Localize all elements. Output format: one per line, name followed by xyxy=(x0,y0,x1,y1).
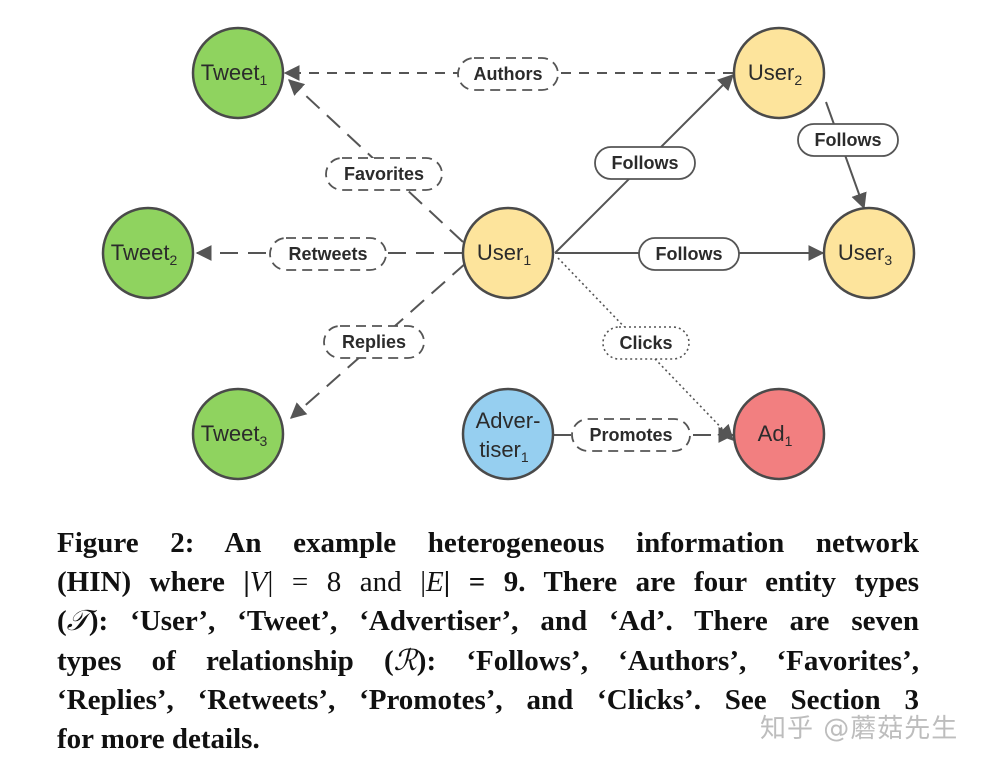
svg-text:Tweet3: Tweet3 xyxy=(201,421,268,449)
tweet3-label: Tweet xyxy=(201,421,260,446)
node-ad1: Ad1 xyxy=(732,387,826,481)
edge-label-follows-u1-u2: Follows xyxy=(594,146,696,180)
node-tweet2: Tweet2 xyxy=(101,206,195,300)
svg-text:User3: User3 xyxy=(838,240,892,268)
favorites-label: Favorites xyxy=(344,164,424,184)
svg-text:User2: User2 xyxy=(748,60,802,88)
ad1-label: Ad xyxy=(758,421,785,446)
edge-label-replies: Replies xyxy=(323,325,425,359)
nodes: Tweet1 Tweet2 Tweet3 User1 User2 User3 A… xyxy=(101,26,916,481)
caption-line-2: (HIN) where |V| = 8 and |E| = 9. There a… xyxy=(57,566,920,599)
user1-label: User xyxy=(477,240,523,265)
user1-subscript: 1 xyxy=(523,252,531,268)
user3-label: User xyxy=(838,240,884,265)
figure-caption: Figure 2: An example heterogeneous infor… xyxy=(57,524,919,759)
promotes-label: Promotes xyxy=(589,425,672,445)
edge-label-follows-u1-u3: Follows xyxy=(638,237,740,271)
svg-text:Ad1: Ad1 xyxy=(758,421,793,449)
watermark: 知乎 @蘑菇先生 xyxy=(760,714,959,744)
tweet2-subscript: 2 xyxy=(169,252,177,268)
follows-u1-u3-label: Follows xyxy=(656,244,723,264)
clicks-label: Clicks xyxy=(619,333,672,353)
user2-subscript: 2 xyxy=(794,72,802,88)
caption-line-3: (𝒯): ‘User’, ‘Tweet’, ‘Advertiser’, and … xyxy=(57,605,919,638)
node-user1: User1 xyxy=(461,206,555,300)
tweet1-label: Tweet xyxy=(201,60,260,85)
svg-text:tiser1: tiser1 xyxy=(479,437,529,465)
edge-labels: Authors Favorites Retweets Replies Follo… xyxy=(269,57,899,452)
replies-label: Replies xyxy=(342,332,406,352)
tweet2-label: Tweet xyxy=(111,240,170,265)
edge-label-favorites: Favorites xyxy=(325,157,443,191)
node-tweet3: Tweet3 xyxy=(191,387,285,481)
tweet3-subscript: 3 xyxy=(259,433,267,449)
node-user2: User2 xyxy=(732,26,826,120)
follows-u2-u3-label: Follows xyxy=(815,130,882,150)
node-user3: User3 xyxy=(822,206,916,300)
caption-line-1: Figure 2: An example heterogeneous infor… xyxy=(57,527,919,559)
edge-label-authors: Authors xyxy=(457,57,559,91)
retweets-label: Retweets xyxy=(288,244,367,264)
advertiser1-label-line1: Adver- xyxy=(476,408,541,433)
node-advertiser1: Adver- tiser1 xyxy=(461,387,555,481)
caption-line-6: for more details. xyxy=(57,723,260,756)
edge-label-promotes: Promotes xyxy=(571,418,691,452)
advertiser1-subscript: 1 xyxy=(521,449,529,465)
caption-line-5: ‘Replies’, ‘Retweets’, ‘Promotes’, and ‘… xyxy=(57,683,919,716)
svg-text:Tweet2: Tweet2 xyxy=(111,240,178,268)
node-tweet1: Tweet1 xyxy=(191,26,285,120)
follows-u1-u2-label: Follows xyxy=(612,153,679,173)
svg-text:Tweet1: Tweet1 xyxy=(201,60,268,88)
ad1-subscript: 1 xyxy=(785,433,793,449)
svg-text:User1: User1 xyxy=(477,240,531,268)
edge-label-retweets: Retweets xyxy=(269,237,387,271)
user2-label: User xyxy=(748,60,794,85)
edge-label-follows-u2-u3: Follows xyxy=(797,123,899,157)
caption-line-4: types of relationship (ℛ): ‘Follows’, ‘A… xyxy=(57,644,919,677)
tweet1-subscript: 1 xyxy=(259,72,267,88)
authors-label: Authors xyxy=(474,64,543,84)
edge-label-clicks: Clicks xyxy=(602,326,690,360)
advertiser1-label-line2: tiser xyxy=(479,437,521,462)
user3-subscript: 3 xyxy=(884,252,892,268)
hin-diagram: Authors Favorites Retweets Replies Follo… xyxy=(101,26,916,481)
